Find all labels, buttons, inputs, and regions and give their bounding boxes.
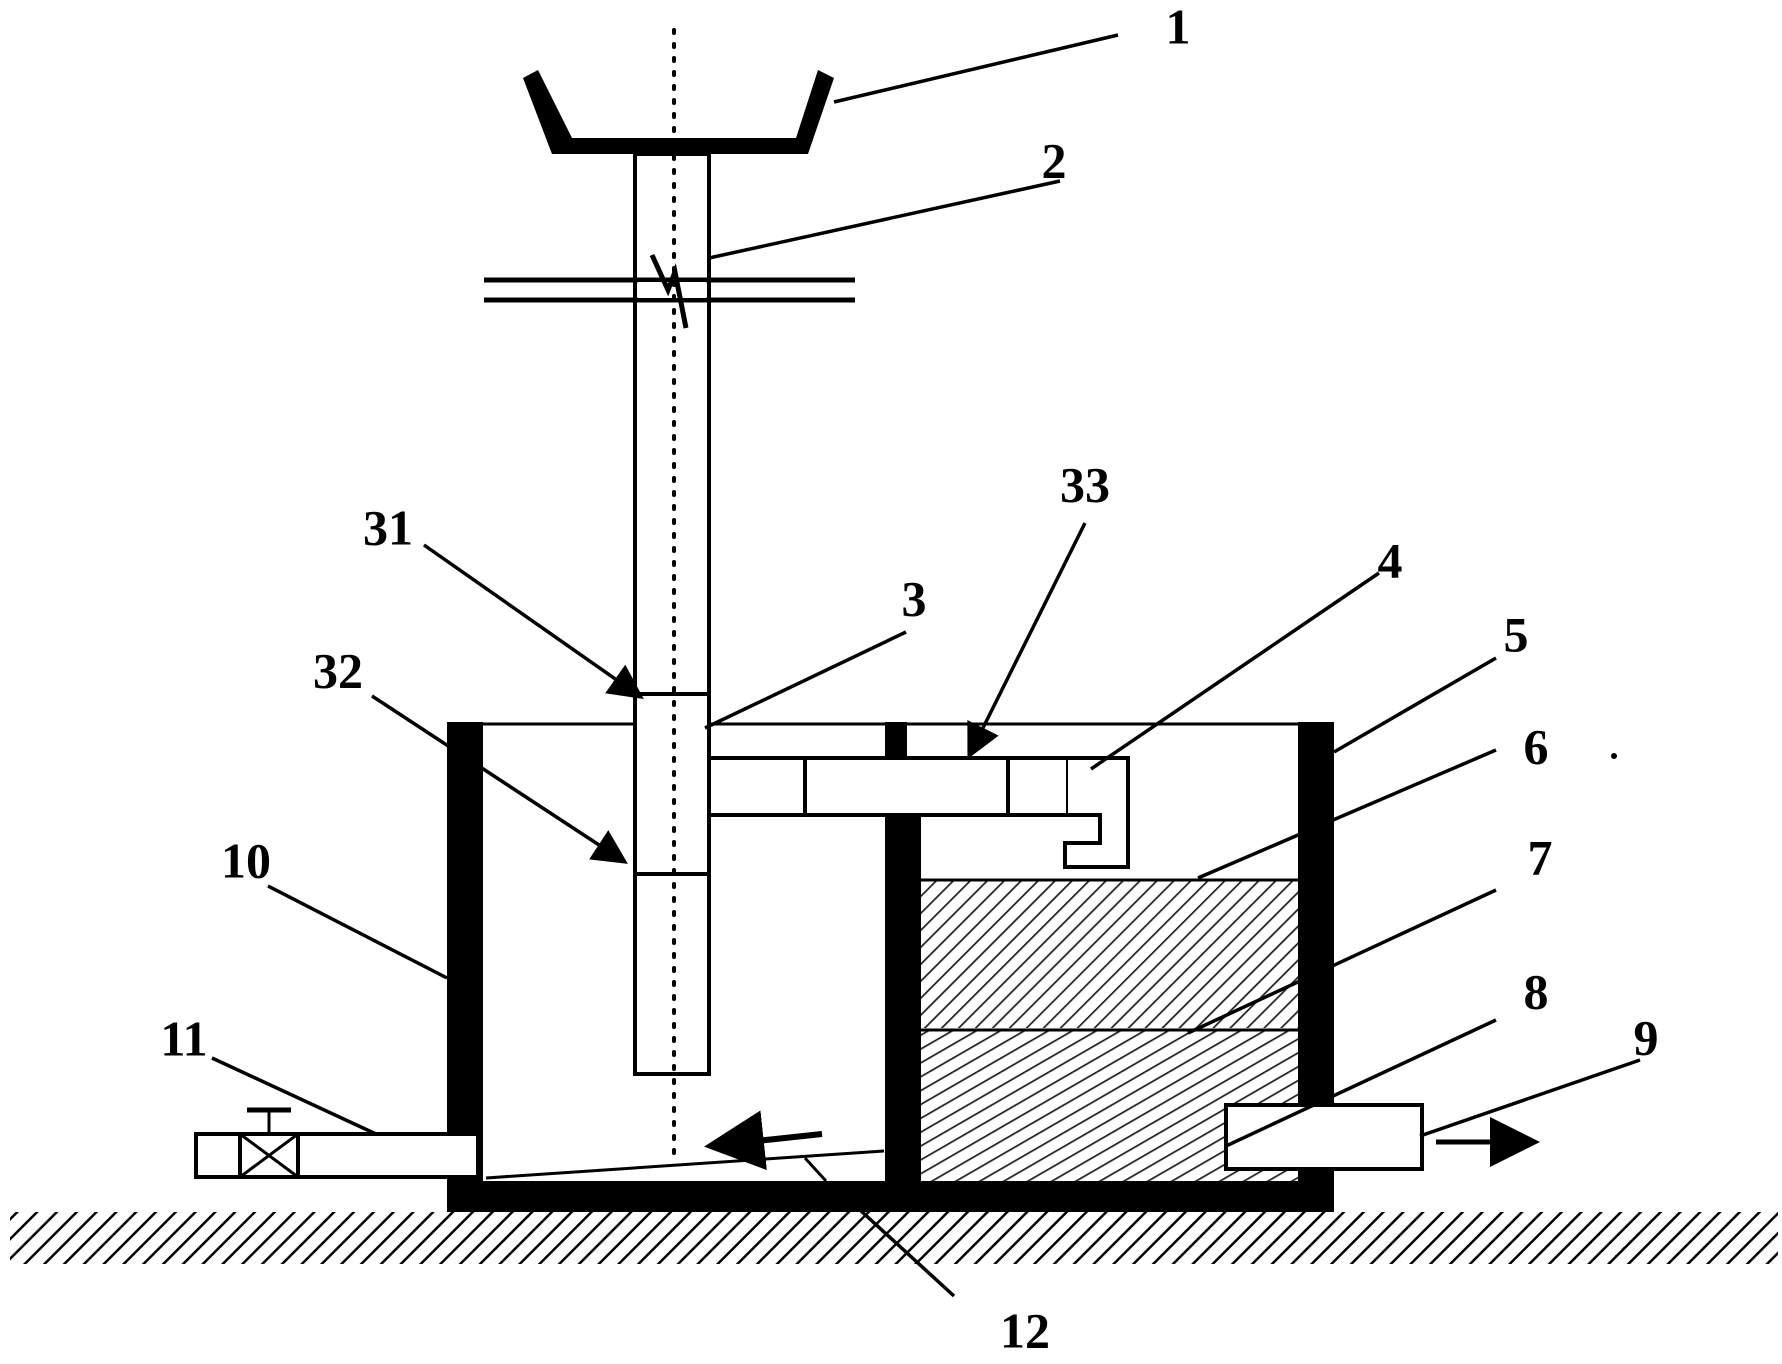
label-6: 6 bbox=[1524, 718, 1549, 774]
slope-tick bbox=[803, 1156, 828, 1183]
leader-3 bbox=[704, 630, 907, 730]
leader-6 bbox=[1197, 748, 1497, 880]
label-11: 11 bbox=[160, 1010, 207, 1066]
leader-11 bbox=[211, 1056, 377, 1136]
lower-pipe bbox=[633, 872, 711, 1076]
filter-upper-layer bbox=[921, 880, 1298, 1028]
pipe-break-symbol bbox=[649, 253, 689, 329]
tank-left-wall bbox=[447, 722, 483, 1212]
label-4: 4 bbox=[1378, 532, 1403, 588]
outlet-pipe bbox=[1224, 1103, 1424, 1171]
leader-9 bbox=[1419, 1058, 1641, 1138]
partition-lower bbox=[885, 815, 921, 1181]
label-31: 31 bbox=[363, 499, 413, 555]
elbow-outlet bbox=[1063, 756, 1130, 869]
leader-32 bbox=[371, 694, 628, 864]
branch-pipe-right bbox=[1006, 756, 1070, 817]
label-10: 10 bbox=[221, 832, 271, 888]
tank-bottom bbox=[447, 1181, 1334, 1212]
label-33: 33 bbox=[1060, 456, 1110, 512]
label-5: 5 bbox=[1504, 606, 1529, 662]
leader-31 bbox=[422, 543, 644, 700]
label-1: 1 bbox=[1166, 0, 1191, 54]
label-7: 7 bbox=[1528, 829, 1553, 885]
branch-pipe-middle bbox=[803, 756, 1010, 817]
leader-1 bbox=[833, 33, 1119, 104]
leader-8 bbox=[1225, 1018, 1497, 1148]
branch-pipe-left bbox=[707, 756, 807, 817]
label-2: 2 bbox=[1042, 132, 1067, 188]
label-8: 8 bbox=[1524, 963, 1549, 1019]
leader-5 bbox=[1333, 656, 1497, 754]
funnel bbox=[523, 70, 834, 154]
leader-10 bbox=[267, 884, 448, 980]
tee-section bbox=[633, 692, 711, 876]
label-3: 3 bbox=[902, 570, 927, 626]
flow-arrow bbox=[704, 1110, 823, 1171]
label-9: 9 bbox=[1634, 1009, 1659, 1065]
leader-33 bbox=[967, 522, 1087, 760]
stray-dot bbox=[1611, 753, 1617, 759]
leader-12 bbox=[858, 1208, 956, 1298]
leader-2 bbox=[708, 179, 1061, 260]
partition-upper bbox=[885, 722, 907, 758]
valve-cross-b bbox=[239, 1132, 299, 1179]
leader-7 bbox=[1187, 888, 1497, 1035]
ground-hatch bbox=[10, 1212, 1778, 1264]
label-12: 12 bbox=[1000, 1302, 1050, 1358]
plate-gap bbox=[638, 282, 706, 298]
label-32: 32 bbox=[313, 642, 363, 698]
leader-4 bbox=[1090, 571, 1380, 771]
sloped-bottom bbox=[485, 1149, 885, 1180]
